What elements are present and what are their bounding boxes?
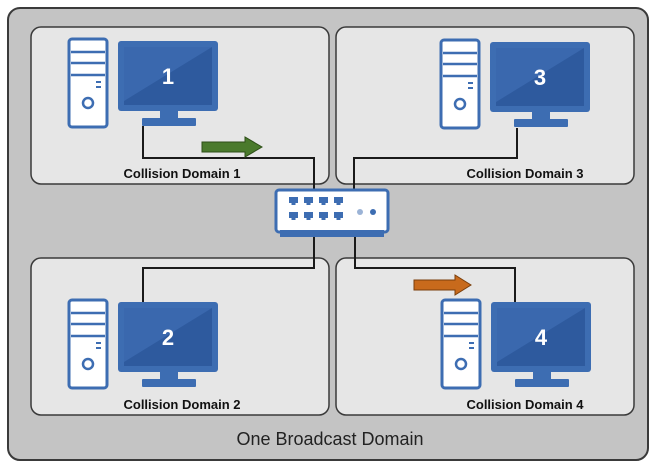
cable-pc3-switch <box>353 128 518 192</box>
cable-pc1-switch <box>142 126 315 192</box>
collision-domain-3-label: Collision Domain 3 <box>466 166 583 181</box>
pc-1-number: 1 <box>162 64 174 89</box>
collision-domain-4-box <box>335 257 635 416</box>
collision-domain-4-label: Collision Domain 4 <box>466 397 584 412</box>
computer-4: 4 <box>440 298 593 390</box>
cable-pc2-switch <box>142 236 315 304</box>
pc-4-number: 4 <box>535 325 548 350</box>
pc-2-number: 2 <box>162 325 174 350</box>
broadcast-domain-label: One Broadcast Domain <box>236 429 423 449</box>
traffic-arrow-green <box>201 136 263 158</box>
network-switch <box>274 188 390 237</box>
computer-1: 1 <box>67 37 220 129</box>
collision-domain-2-label: Collision Domain 2 <box>123 397 240 412</box>
pc-3-number: 3 <box>534 65 546 90</box>
collision-domain-1-label: Collision Domain 1 <box>123 166 240 181</box>
computer-2: 2 <box>67 298 220 390</box>
cable-pc4-switch <box>354 236 516 304</box>
traffic-arrow-orange <box>413 274 472 296</box>
computer-3: 3 <box>439 38 592 130</box>
